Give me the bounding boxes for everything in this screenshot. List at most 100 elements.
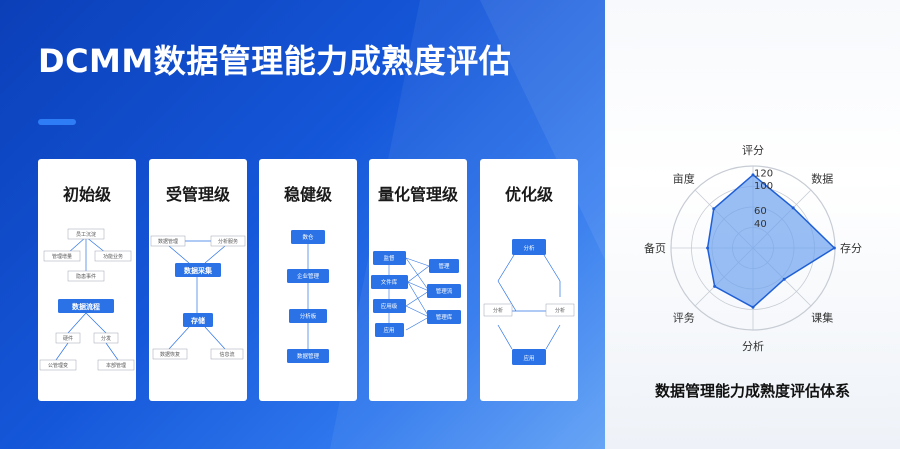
svg-text:数据流程: 数据流程 — [72, 302, 100, 311]
svg-text:分析服务: 分析服务 — [218, 238, 238, 245]
svg-text:管理库: 管理库 — [436, 313, 453, 321]
radar-axis-label: 亩度 — [673, 172, 695, 186]
flow-node-primary — [291, 230, 325, 244]
level-title: 量化管理级 — [377, 185, 458, 204]
radar-axis-label: 分析 — [742, 339, 764, 353]
svg-text:数据采集: 数据采集 — [184, 266, 213, 275]
flow-node — [94, 250, 132, 262]
svg-text:管理增量: 管理增量 — [52, 253, 72, 260]
flow-node — [152, 348, 188, 360]
svg-text:公管理变: 公管理变 — [48, 362, 68, 369]
flow-node-primary — [429, 259, 459, 273]
level-title: 稳健级 — [283, 185, 332, 204]
svg-text:员工沉淀: 员工沉淀 — [76, 231, 96, 238]
svg-text:隐患事件: 隐患事件 — [76, 273, 96, 280]
radar-data-point — [832, 246, 836, 250]
flow-node — [210, 235, 246, 247]
flow-node — [93, 332, 119, 344]
flow-node — [55, 332, 81, 344]
svg-text:管理: 管理 — [438, 262, 450, 270]
svg-text:文件库: 文件库 — [381, 278, 398, 286]
flow-node-primary — [175, 263, 221, 277]
flow-node — [150, 235, 186, 247]
radar-tick-label: 60 — [754, 206, 767, 217]
flow-node-primary — [371, 275, 408, 289]
radar-axis-label: 评务 — [673, 311, 695, 324]
flow-node — [545, 303, 575, 317]
level-flow-diagram: 数据管理 分析服务 数据采集 存储 数据恢复 信息流 — [150, 235, 246, 360]
radar-data-point — [706, 246, 710, 250]
radar-axis-label: 评分 — [742, 144, 764, 157]
level-flow-diagram: 分析 分析 分析 应用 — [483, 239, 575, 365]
flow-arrow — [497, 280, 517, 312]
level-title: 初始级 — [62, 185, 111, 204]
radar-axis-label: 存分 — [840, 241, 862, 255]
svg-text:分析: 分析 — [493, 307, 503, 314]
svg-text:数据管理: 数据管理 — [297, 352, 320, 360]
flow-node-primary — [58, 299, 114, 313]
radar-data-point — [751, 305, 755, 309]
flow-node-primary — [289, 309, 327, 323]
title-accent-bar — [38, 119, 76, 125]
level-flow-diagram: 数仓 企业管理 分析板 数据管理 — [287, 230, 329, 363]
flow-node — [67, 270, 105, 282]
level-flow-diagram: 员工沉淀 管理增量 功能业务 隐患事件 数据流程 硬件 分发 公管理变 本部管理 — [39, 228, 135, 371]
svg-text:分析板: 分析板 — [300, 312, 317, 320]
flow-node — [43, 250, 81, 262]
svg-text:应用: 应用 — [383, 326, 394, 334]
flow-node-primary — [375, 323, 404, 337]
svg-text:应用: 应用 — [523, 354, 534, 362]
page-title: DCMM数据管理能力成熟度评估 — [38, 42, 512, 80]
flow-node — [39, 359, 77, 371]
svg-text:数仓: 数仓 — [302, 233, 314, 241]
svg-text:数据管理: 数据管理 — [158, 238, 178, 245]
radar-axis-label: 课集 — [811, 310, 833, 324]
flow-node-primary — [512, 239, 546, 255]
svg-text:企业管理: 企业管理 — [297, 272, 320, 280]
svg-text:本部管理: 本部管理 — [106, 362, 126, 369]
radar-data-point — [791, 206, 795, 210]
svg-text:存储: 存储 — [191, 316, 205, 325]
svg-text:硬件: 硬件 — [63, 335, 73, 342]
flow-node — [67, 228, 105, 240]
svg-text:信息流: 信息流 — [219, 351, 234, 358]
flow-node-primary — [183, 313, 213, 327]
flow-node — [483, 303, 513, 317]
left-panel: DCMM数据管理能力成熟度评估 初始级 员工沉淀 管 — [0, 0, 605, 449]
radar-data-point — [782, 277, 786, 281]
level-flow-diagram: 监督 文件库 应用级 应用 管理 管理流 管理库 — [371, 251, 461, 337]
radar-axis-label: 备页 — [644, 241, 666, 255]
level-card-robust: 稳健级 数仓 企业管理 分析板 数据管理 — [259, 159, 357, 401]
flow-node — [210, 348, 244, 360]
flow-node-primary — [287, 349, 329, 363]
svg-text:功能业务: 功能业务 — [103, 253, 123, 260]
svg-text:应用级: 应用级 — [381, 302, 398, 310]
radar-tick-label: 120 — [754, 168, 773, 179]
radar-data-point — [713, 284, 717, 288]
radar-data-point — [751, 173, 755, 177]
level-card-initial: 初始级 员工沉淀 管理增量 功能业务 隐患事件 — [38, 159, 136, 401]
svg-text:管理流: 管理流 — [436, 287, 453, 295]
radar-tick-label: 100 — [754, 181, 773, 192]
flow-node-primary — [373, 251, 406, 265]
svg-text:数据恢复: 数据恢复 — [160, 351, 180, 358]
flow-node-primary — [427, 310, 461, 324]
radar-data-point — [712, 207, 716, 211]
svg-text:分析: 分析 — [555, 307, 565, 314]
level-card-quantified: 量化管理级 监督 文件库 应用级 应用 — [369, 159, 467, 401]
flow-node-primary — [373, 299, 406, 313]
level-card-managed: 受管理级 数据管理 分析服务 数据采集 存储 数据恢复 信息流 — [149, 159, 247, 401]
level-title: 受管理级 — [165, 185, 230, 204]
svg-text:监督: 监督 — [383, 254, 395, 262]
svg-text:分析: 分析 — [523, 244, 535, 252]
svg-text:分发: 分发 — [101, 335, 111, 342]
flow-node-primary — [427, 284, 461, 298]
radar-tick-label: 40 — [754, 219, 767, 230]
level-title: 优化级 — [504, 185, 553, 204]
flow-node — [97, 359, 135, 371]
level-card-optimized: 优化级 分析 分析 分析 应用 — [480, 159, 578, 401]
flow-node-primary — [287, 269, 329, 283]
radar-caption: 数据管理能力成熟度评估体系 — [654, 382, 850, 400]
flow-node-primary — [512, 349, 546, 365]
